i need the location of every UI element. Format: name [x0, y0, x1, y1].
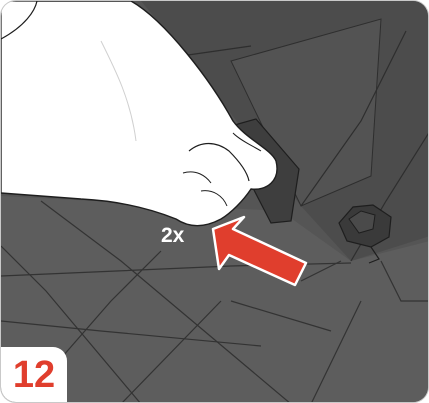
- step-number: 12: [13, 356, 55, 394]
- repeat-count-label: 2x: [161, 225, 184, 246]
- step-number-badge: 12: [1, 347, 67, 402]
